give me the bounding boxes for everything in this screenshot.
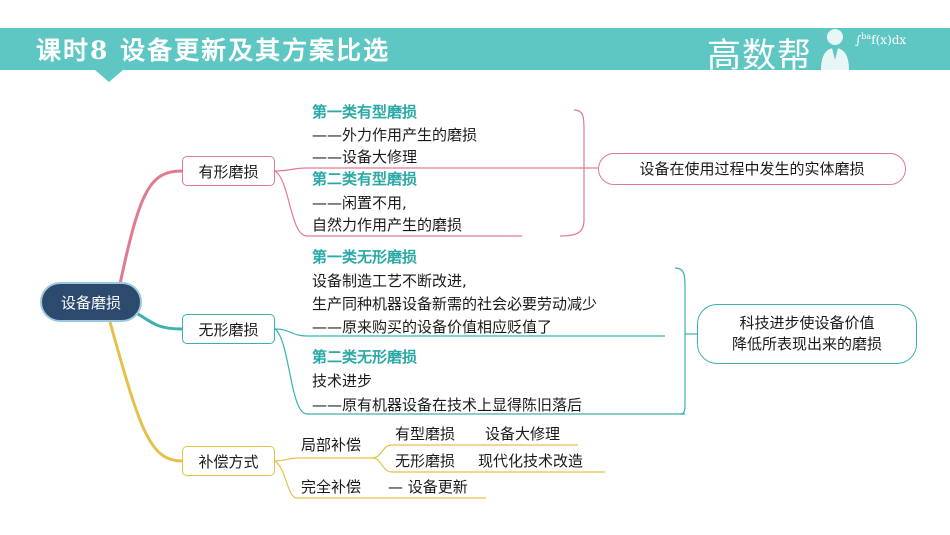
tangible-type2-heading: 第二类有型磨损 [312, 170, 418, 188]
compensation-full: 完全补偿 [301, 478, 362, 496]
intangible-summary: 科技进步使设备价值 降低所表现出来的磨损 [697, 304, 917, 364]
branch-intangible-wear: 无形磨损 [182, 314, 275, 344]
root-node: 设备磨损 [40, 282, 142, 322]
full-method: — 设备更新 [388, 478, 468, 496]
intangible-type2-heading: 第二类无形磨损 [312, 348, 418, 366]
header-banner [0, 28, 950, 70]
partial-intangible-type: 无形磨损 [395, 452, 456, 470]
tangible-type1-heading: 第一类有型磨损 [312, 103, 418, 121]
brand-name: 高数帮 [707, 36, 812, 76]
intangible-type1-line2: 生产同种机器设备新需的社会必要劳动减少 [312, 295, 598, 313]
branch-compensation: 补偿方式 [182, 446, 275, 476]
partial-tangible-method: 设备大修理 [485, 425, 561, 443]
branch-tangible-wear: 有形磨损 [182, 156, 275, 186]
tangible-type1-line1: ——外力作用产生的磨损 [312, 126, 478, 144]
teacher-avatar-icon [821, 29, 849, 70]
partial-intangible-method: 现代化技术改造 [478, 452, 584, 470]
compensation-partial: 局部补偿 [301, 436, 362, 454]
intangible-summary-line2: 降低所表现出来的磨损 [731, 335, 882, 353]
intangible-type2-line1: 技术进步 [312, 372, 373, 390]
tangible-type2-line1: ——闲置不用, [312, 194, 407, 212]
tangible-summary: 设备在使用过程中发生的实体磨损 [598, 153, 906, 185]
brand-formula: ∫baf(x)dx [855, 32, 907, 47]
tangible-type2-line2: 自然力作用产生的磨损 [312, 216, 463, 234]
banner-pointer [95, 70, 123, 82]
partial-tangible-type: 有型磨损 [395, 425, 456, 443]
intangible-type1-heading: 第一类无形磨损 [312, 248, 418, 266]
intangible-type1-line3: ——原来购买的设备价值相应贬值了 [312, 318, 553, 336]
tangible-type1-line2: ——设备大修理 [312, 148, 418, 166]
intangible-type2-line2: ——原有机器设备在技术上显得陈旧落后 [312, 396, 583, 414]
intangible-summary-line1: 科技进步使设备价值 [739, 314, 875, 332]
lesson-title: 课时8 设备更新及其方案比选 [36, 36, 391, 65]
intangible-type1-line1: 设备制造工艺不断改进, [312, 272, 467, 290]
